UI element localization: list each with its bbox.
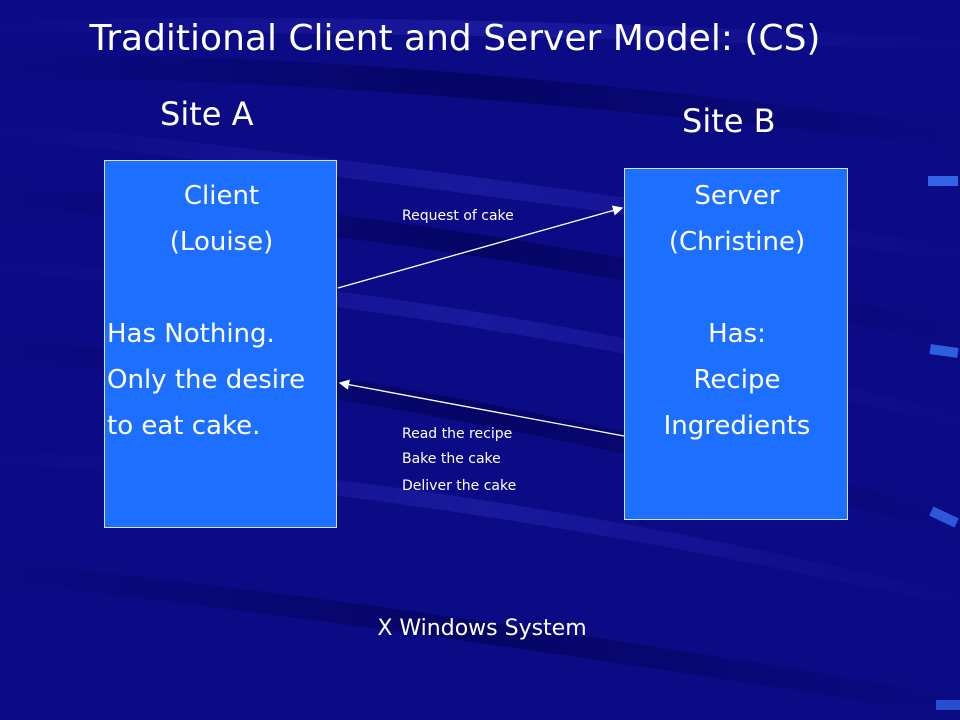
response-label: Read the recipe (402, 426, 513, 442)
site-b-label: Site B (682, 102, 776, 140)
request-arrow (337, 205, 624, 289)
client-box-line: Has Nothing. (107, 319, 275, 349)
response-arrow (338, 379, 625, 437)
page-title: Traditional Client and Server Model: (CS… (89, 18, 821, 59)
response-label: Bake the cake (402, 451, 501, 467)
response-label: Deliver the cake (402, 478, 517, 494)
client-box: Client (Louise) Has Nothing. Only the de… (104, 160, 337, 528)
server-box-line: Ingredients (663, 411, 811, 441)
site-a-label: Site A (160, 95, 254, 133)
server-box-line: Has: (708, 319, 766, 349)
server-box: Server (Christine) Has: Recipe Ingredien… (624, 168, 848, 520)
client-box-line: (Louise) (169, 227, 274, 257)
footer-caption: X Windows System (377, 616, 587, 641)
client-box-line: to eat cake. (107, 411, 261, 441)
client-box-line: Client (183, 181, 260, 211)
request-label: Request of cake (402, 208, 514, 224)
server-box-line: Recipe (693, 365, 781, 395)
server-box-line: Server (694, 181, 780, 211)
server-box-line: (Christine) (668, 227, 806, 257)
client-box-line: Only the desire (107, 365, 306, 395)
